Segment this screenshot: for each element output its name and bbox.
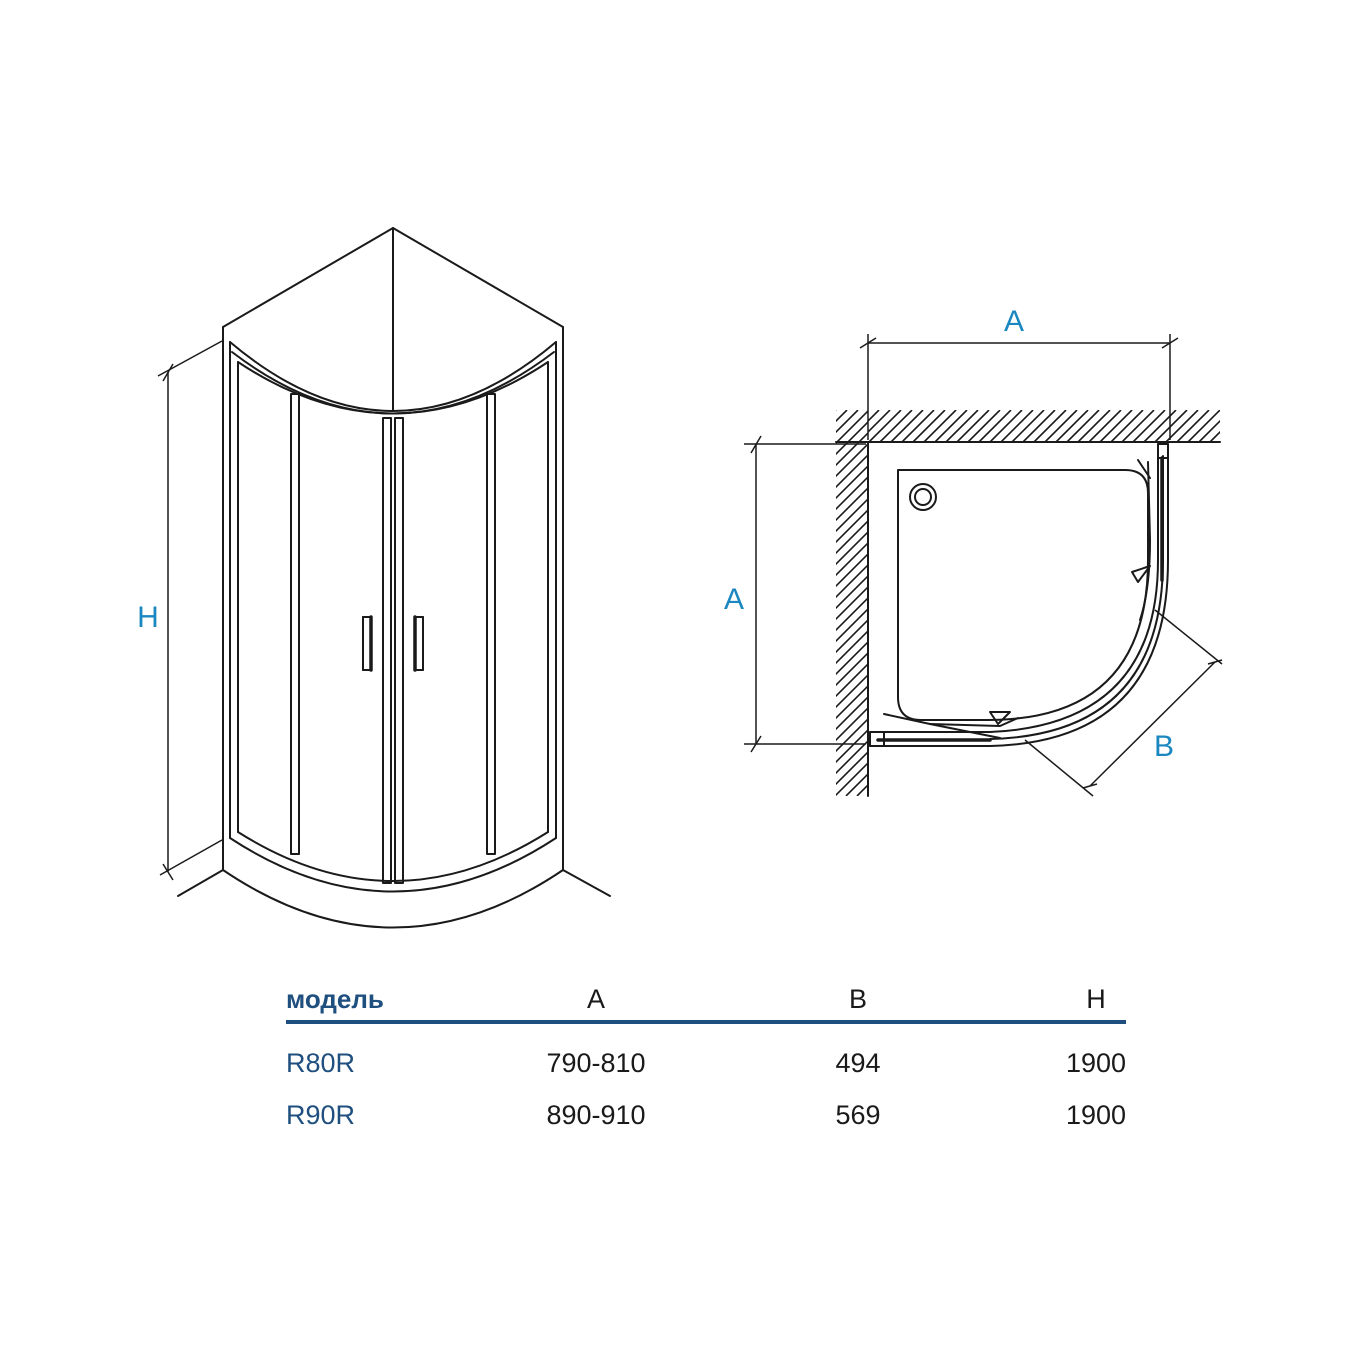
hatch-line bbox=[836, 486, 868, 522]
hatch-line bbox=[1110, 410, 1144, 442]
hatch-line bbox=[1044, 410, 1078, 442]
hatch-line bbox=[836, 519, 868, 555]
hatch-line bbox=[836, 563, 868, 599]
hatch-line bbox=[1022, 410, 1056, 442]
hatch-line bbox=[1033, 410, 1067, 442]
hatch-line bbox=[989, 410, 1023, 442]
hatch-line bbox=[836, 464, 868, 500]
hatch-line bbox=[836, 410, 848, 423]
hatch-line bbox=[836, 410, 859, 434]
hatch-line bbox=[1121, 410, 1155, 442]
hatch-line bbox=[1077, 410, 1111, 442]
handle-left bbox=[362, 615, 373, 672]
hatch-line bbox=[836, 629, 868, 665]
hatch-line bbox=[890, 410, 924, 442]
enclosure-elevation: H bbox=[137, 227, 611, 929]
hatch-line bbox=[868, 410, 891, 434]
hatch-line bbox=[836, 530, 868, 566]
hatch-line bbox=[836, 640, 868, 676]
hatch-line bbox=[836, 442, 868, 478]
hatch-line bbox=[868, 410, 902, 442]
hatch-line bbox=[836, 552, 868, 588]
hatch-line bbox=[836, 508, 868, 544]
hatch-line bbox=[836, 541, 868, 577]
hatch-line bbox=[1000, 410, 1034, 442]
hatch-line bbox=[1176, 410, 1210, 442]
hatch-line bbox=[836, 574, 868, 610]
hatch-line bbox=[923, 410, 957, 442]
table-header-divider bbox=[286, 1020, 1126, 1024]
hatch-line bbox=[1154, 410, 1188, 442]
hatch-line bbox=[836, 453, 868, 489]
hatch-line bbox=[836, 673, 868, 709]
hatch-line bbox=[845, 772, 868, 796]
hatch-line bbox=[1132, 410, 1166, 442]
wall-top-hatch bbox=[868, 410, 1220, 442]
spec-table: модель A B H R80R 790-810 494 1900 R90R … bbox=[286, 980, 1131, 1152]
left-a-label: A bbox=[724, 583, 744, 616]
hatch-line bbox=[836, 410, 868, 445]
hatch-line bbox=[836, 420, 868, 456]
hatch-line bbox=[945, 410, 979, 442]
handle-right bbox=[413, 615, 424, 672]
height-label: H bbox=[137, 601, 159, 634]
header-model: модель bbox=[286, 984, 384, 1014]
hatch-line bbox=[836, 695, 868, 731]
hatch-line bbox=[956, 410, 990, 442]
table-row: R80R 790-810 494 1900 bbox=[286, 1048, 1127, 1078]
hatch-line bbox=[836, 684, 868, 720]
hatch-line bbox=[836, 662, 868, 698]
hatch-line bbox=[1099, 410, 1133, 442]
hatch-line bbox=[1011, 410, 1045, 442]
hatch-line bbox=[1055, 410, 1089, 442]
hatch-line bbox=[912, 410, 946, 442]
hatch-line bbox=[879, 410, 913, 442]
hatch-line bbox=[1066, 410, 1100, 442]
hatch-line bbox=[836, 585, 868, 621]
hatch-line bbox=[1209, 430, 1220, 442]
hatch-line bbox=[836, 596, 868, 632]
hatch-line bbox=[836, 728, 868, 764]
hatch-line bbox=[934, 410, 968, 442]
hatch-line bbox=[836, 717, 868, 753]
row-model: R90R bbox=[286, 1100, 356, 1130]
hatch-line bbox=[836, 706, 868, 742]
table-row: R90R 890-910 569 1900 bbox=[286, 1100, 1127, 1130]
row-model: R80R bbox=[286, 1048, 356, 1078]
hatch-line bbox=[967, 410, 1001, 442]
hatch-line bbox=[978, 410, 1012, 442]
hatch-line bbox=[1198, 419, 1220, 442]
hatch-line bbox=[1187, 410, 1220, 442]
wall-left-hatch bbox=[836, 410, 868, 796]
table-header-row: модель A B H bbox=[286, 984, 1106, 1014]
hatch-line bbox=[868, 410, 880, 423]
hatch-line bbox=[1088, 410, 1122, 442]
hatch-line bbox=[901, 410, 935, 442]
hatch-line bbox=[836, 410, 837, 412]
enclosure-plan: A A B bbox=[724, 305, 1223, 797]
diagonal-b-label: B bbox=[1154, 730, 1174, 763]
hatch-line bbox=[836, 497, 868, 533]
hatch-line bbox=[1165, 410, 1199, 442]
top-a-label: A bbox=[1004, 305, 1024, 338]
